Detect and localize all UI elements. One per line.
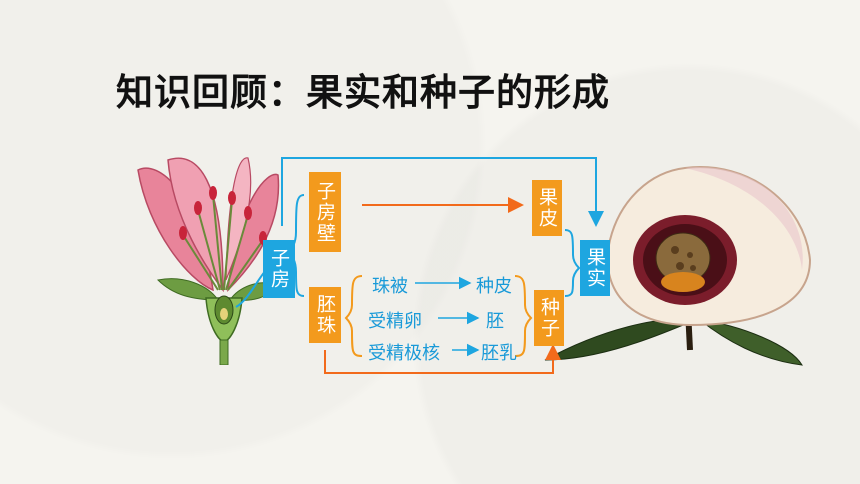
seed-coat-label: 种皮 xyxy=(476,276,512,297)
integument-label: 珠被 xyxy=(372,276,408,297)
ovule-box: 胚珠 xyxy=(309,287,341,343)
peach-illustration xyxy=(544,166,812,366)
flower-illustration xyxy=(137,157,280,365)
fruit-brace xyxy=(564,229,581,297)
fruit-box: 果实 xyxy=(580,240,610,296)
ovary-to-fruit-line xyxy=(281,157,604,227)
zygote-label: 受精卵 xyxy=(368,311,422,332)
slide-title: 知识回顾：果实和种子的形成 xyxy=(116,71,610,114)
ovule-to-seed-arrow xyxy=(324,344,561,374)
embryo-label: 胚 xyxy=(486,311,504,332)
ovule-brace xyxy=(344,275,363,357)
fertilized-polar-nuclei-label: 受精极核 xyxy=(368,343,440,364)
seed-brace xyxy=(514,275,533,357)
seed-box: 种子 xyxy=(534,290,564,346)
endosperm-label: 胚乳 xyxy=(481,343,517,364)
ovary-pointer-line xyxy=(235,269,267,308)
ovary-wall-box: 子房壁 xyxy=(309,172,341,252)
ovary-box: 子房 xyxy=(263,240,295,298)
pericarp-box: 果皮 xyxy=(532,180,562,236)
